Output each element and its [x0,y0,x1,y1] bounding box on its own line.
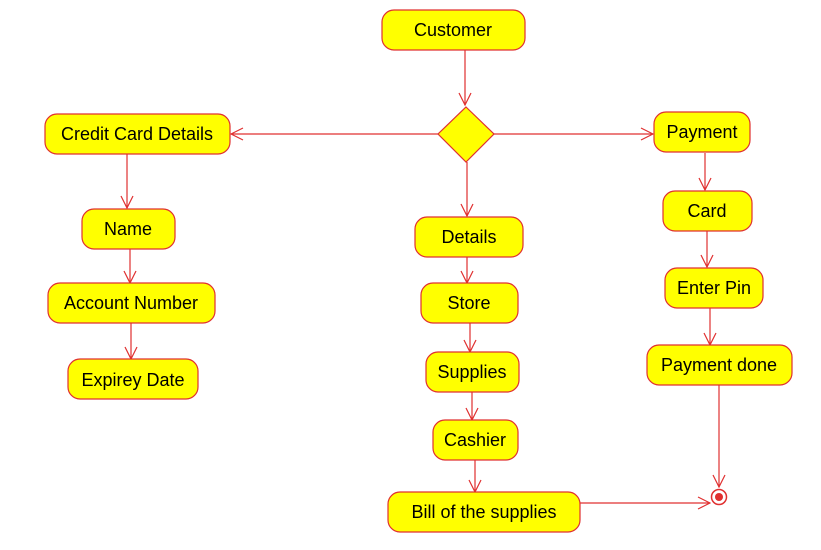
node-details: Details [414,216,524,258]
node-account-number: Account Number [47,282,216,324]
node-customer-label: Customer [414,20,492,40]
node-customer: Customer [381,9,526,51]
node-credit-card-details: Credit Card Details [44,113,231,155]
node-payment-label: Payment [666,122,737,142]
node-bill-of-supplies-label: Bill of the supplies [411,502,556,522]
final-node [710,488,728,506]
edges [127,50,719,503]
node-name-label: Name [104,219,152,239]
node-name: Name [81,208,176,250]
node-enter-pin: Enter Pin [664,267,764,309]
node-payment: Payment [653,111,751,153]
node-card-label: Card [687,201,726,221]
node-bill-of-supplies: Bill of the supplies [387,491,581,533]
node-credit-card-details-label: Credit Card Details [61,124,213,144]
node-store: Store [420,282,519,324]
decision-node [437,106,495,163]
node-enter-pin-label: Enter Pin [677,278,751,298]
node-account-number-label: Account Number [64,293,198,313]
node-store-label: Store [447,293,490,313]
node-card: Card [662,190,753,232]
node-expiry-date-label: Expirey Date [81,370,184,390]
node-cashier-label: Cashier [444,430,506,450]
node-supplies-label: Supplies [437,362,506,382]
node-payment-done: Payment done [646,344,793,386]
node-details-label: Details [441,227,496,247]
node-expiry-date: Expirey Date [67,358,199,400]
node-cashier: Cashier [432,419,519,461]
node-supplies: Supplies [425,351,520,393]
node-payment-done-label: Payment done [661,355,777,375]
